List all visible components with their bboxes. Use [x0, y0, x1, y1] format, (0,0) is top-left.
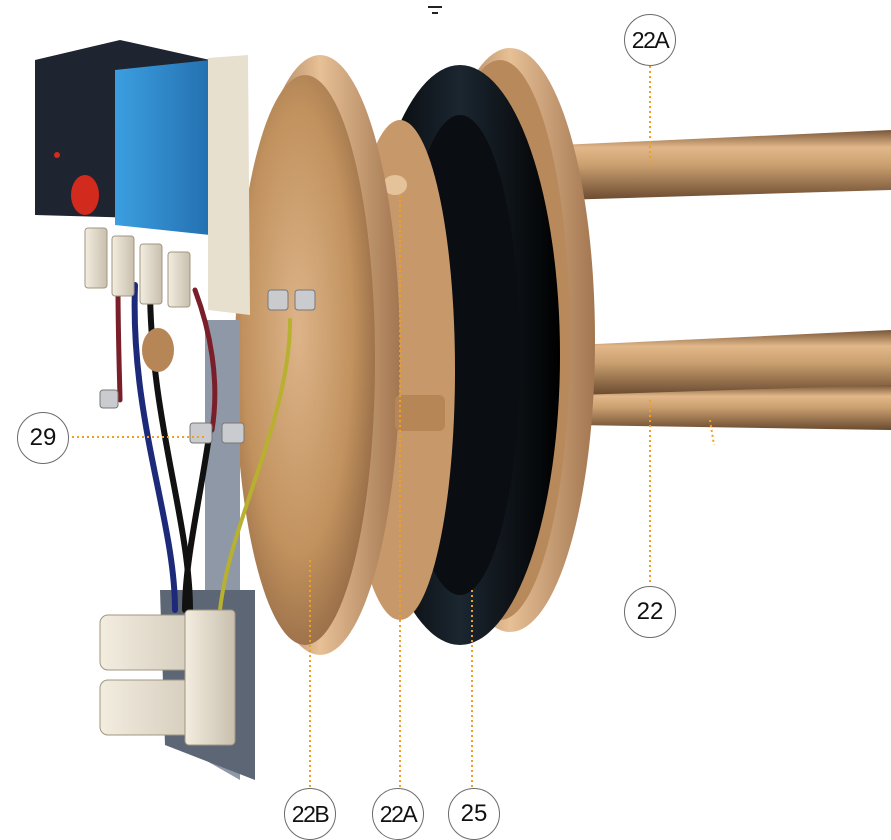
heating-rod-upper [560, 130, 891, 200]
front-flange-22b [235, 55, 445, 655]
thermostat-body [35, 40, 250, 315]
callout-22b: 22B [284, 788, 336, 840]
thermostat-terminals [84, 227, 191, 308]
center-stud [142, 328, 174, 372]
callout-29: 29 [17, 412, 69, 464]
leader-lines [72, 66, 715, 795]
terminal-block [99, 609, 236, 746]
callout-22a-top: 22A [624, 14, 676, 66]
callout-22a-bottom: 22A [372, 788, 424, 840]
nuts [99, 289, 316, 444]
callout-25: 25 [448, 788, 500, 840]
heating-rod-lower [575, 330, 891, 430]
callout-22: 22 [624, 586, 676, 638]
top-mark [428, 6, 442, 14]
